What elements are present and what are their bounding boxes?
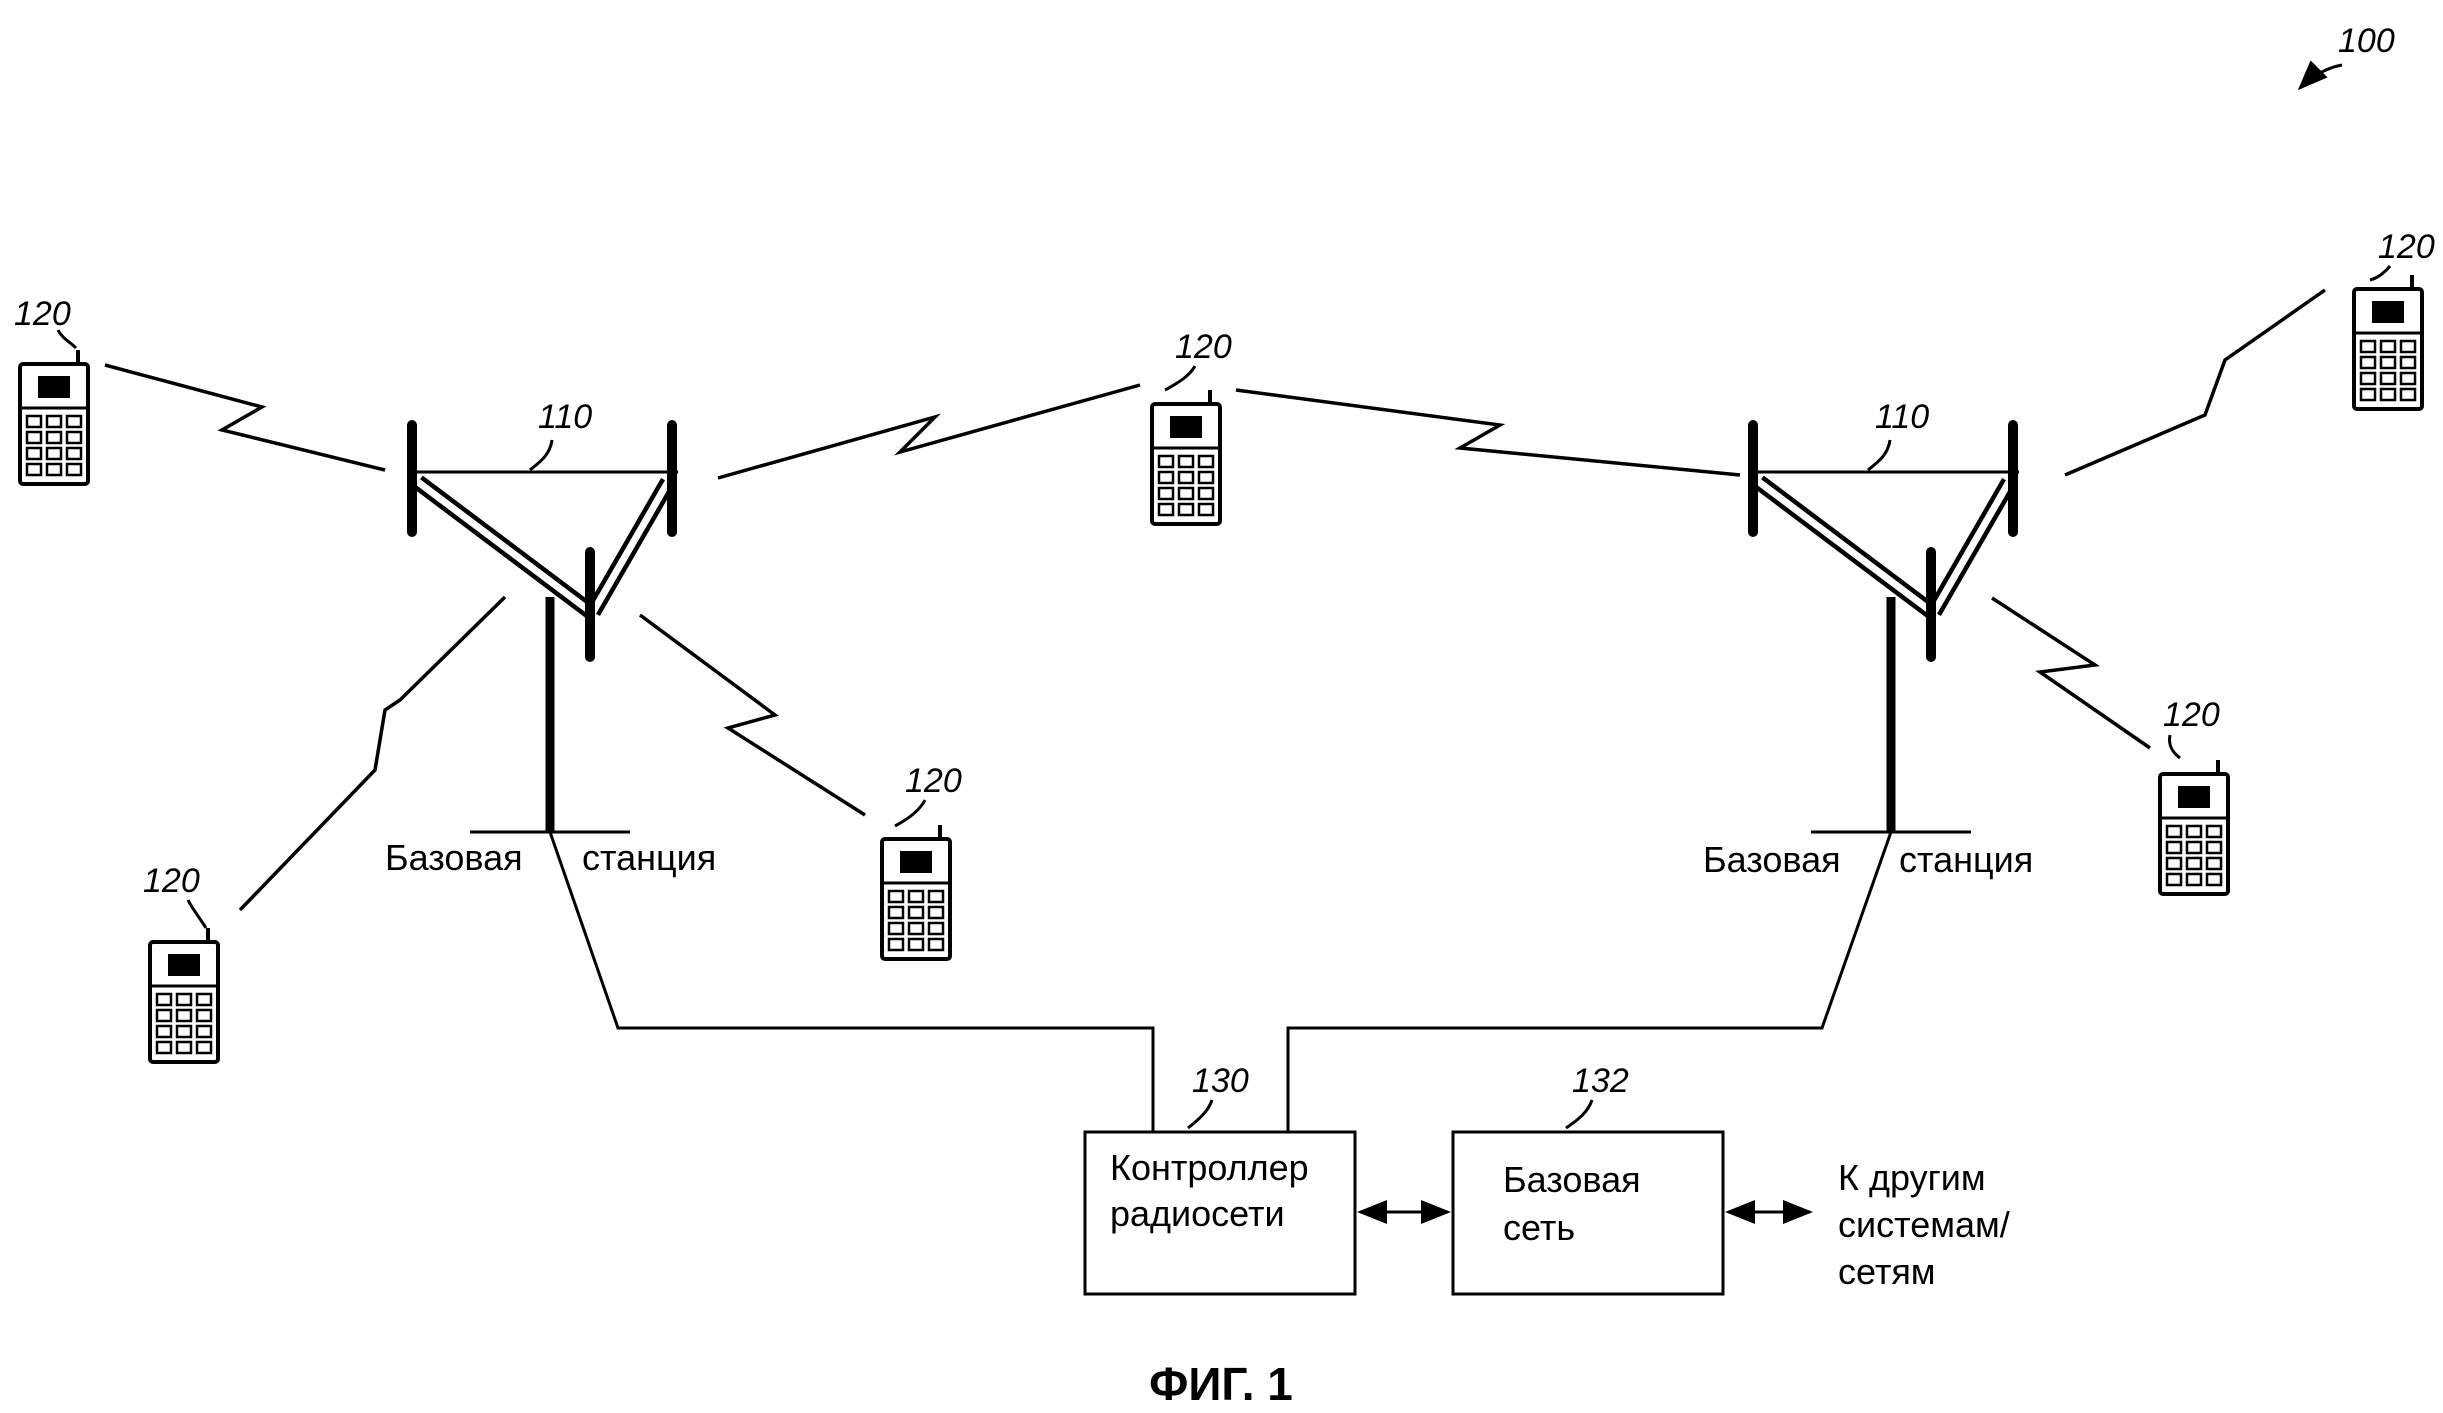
core-network-ref: 132 xyxy=(1572,1062,1629,1100)
figure-ref-arrow xyxy=(2297,60,2343,91)
radio-link-terminal4 xyxy=(238,595,507,912)
terminal-5-ref-leader xyxy=(894,799,927,828)
terminal-4-ref-leader xyxy=(186,899,208,929)
core-network-label-line2: сеть xyxy=(1503,1207,1575,1248)
terminal-5: 120 xyxy=(880,762,962,961)
radio-link-terminal2 xyxy=(717,383,1141,480)
base-station-left-ref: 110 xyxy=(538,398,592,436)
radio-network-controller-ref-leader xyxy=(1187,1099,1214,1130)
radio-link-terminal7 xyxy=(1991,596,2151,750)
terminal-5-ref: 120 xyxy=(905,762,962,800)
radio-links xyxy=(104,288,2327,912)
base-station-right-ref-leader xyxy=(1867,439,1892,472)
radio-link-terminal5 xyxy=(638,613,866,817)
terminal-6-ref-leader xyxy=(2168,734,2181,760)
external-systems-label-line2: системам/ xyxy=(1838,1204,2010,1245)
base-station-left xyxy=(412,425,678,832)
base-station-left-ref-leader xyxy=(529,439,554,472)
base-station-right-ref: 110 xyxy=(1875,398,1929,436)
core-network-label-line1: Базовая xyxy=(1503,1159,1641,1200)
core-network-ref-leader xyxy=(1565,1099,1594,1130)
figure-ref-label: 100 xyxy=(2338,22,2395,60)
base-station-right xyxy=(1753,425,2019,832)
base-station-left-label-right: станция xyxy=(582,837,716,878)
radio-network-controller-ref: 130 xyxy=(1192,1062,1249,1100)
terminal-4: 120 xyxy=(143,862,220,1064)
radio-link-terminal3 xyxy=(1235,388,1741,477)
base-station-right-label-left: Базовая xyxy=(1703,839,1841,880)
radio-network-controller-label-line1: Контроллер xyxy=(1110,1147,1309,1188)
terminal-4-ref: 120 xyxy=(143,862,200,900)
core-network-box xyxy=(1451,1130,1725,1296)
terminal-3: 120 xyxy=(2352,228,2435,411)
terminal-6: 120 xyxy=(2158,696,2230,896)
terminal-3-ref: 120 xyxy=(2378,228,2435,266)
base-station-right-label-right: станция xyxy=(1899,839,2033,880)
radio-network-controller-label-line2: радиосети xyxy=(1110,1193,1285,1234)
radio-network-controller-box xyxy=(1083,1130,1357,1296)
terminal-3-ref-leader xyxy=(2369,265,2392,282)
terminal-1-ref: 120 xyxy=(14,295,71,333)
figure-caption: ФИГ. 1 xyxy=(1149,1358,1293,1410)
radio-link-terminal6 xyxy=(2064,288,2327,477)
terminal-1-ref-leader xyxy=(56,329,78,350)
base-station-left-label-left: Базовая xyxy=(385,837,523,878)
backhaul-right xyxy=(1286,831,1893,1132)
terminal-2-ref-leader xyxy=(1164,365,1197,392)
terminal-2-ref: 120 xyxy=(1175,328,1232,366)
terminal-6-ref: 120 xyxy=(2163,696,2220,734)
external-systems-label-line1: К другим xyxy=(1838,1157,1986,1198)
terminal-2: 120 xyxy=(1150,328,1232,526)
terminal-1: 120 xyxy=(14,295,90,486)
external-systems-label-line3: сетям xyxy=(1838,1251,1936,1292)
radio-link-terminal1 xyxy=(104,363,386,472)
backhaul-left xyxy=(548,831,1155,1132)
